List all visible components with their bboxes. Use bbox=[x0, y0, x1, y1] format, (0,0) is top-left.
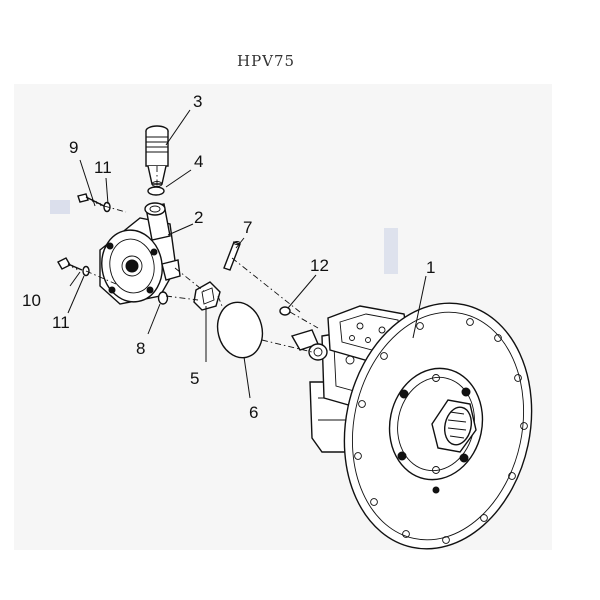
pin-7 bbox=[223, 241, 241, 271]
o-ring-6 bbox=[216, 301, 264, 359]
callout-7: 7 bbox=[243, 218, 252, 237]
watermark-blur-right bbox=[384, 228, 398, 274]
o-ring-4 bbox=[147, 186, 165, 196]
leader-lines bbox=[67, 109, 427, 399]
flange-bolt-holes bbox=[354, 318, 528, 544]
callout-11-lower: 11 bbox=[52, 313, 70, 332]
pump-assembly bbox=[290, 302, 533, 550]
callouts: 1 2 3 4 5 6 7 8 9 10 11 11 12 bbox=[22, 92, 435, 422]
diagram-title: HPV75 bbox=[237, 52, 295, 70]
watermark-blur-left bbox=[50, 200, 70, 214]
callout-8: 8 bbox=[136, 339, 145, 358]
gear-pump bbox=[99, 202, 181, 305]
callout-4: 4 bbox=[194, 152, 203, 171]
coupling-block-5 bbox=[193, 281, 221, 311]
callout-9: 9 bbox=[69, 138, 78, 157]
o-ring-12 bbox=[279, 306, 291, 316]
callout-6: 6 bbox=[249, 403, 258, 422]
callout-12: 12 bbox=[310, 256, 329, 275]
bolt-10 bbox=[57, 257, 83, 271]
callout-11-upper: 11 bbox=[94, 158, 112, 177]
alignment-lines bbox=[85, 166, 319, 353]
callout-3: 3 bbox=[193, 92, 202, 111]
bolt-9 bbox=[77, 193, 105, 207]
callout-2: 2 bbox=[194, 208, 203, 227]
o-ring-8 bbox=[157, 291, 169, 305]
callout-1: 1 bbox=[426, 258, 435, 277]
callout-5: 5 bbox=[190, 369, 199, 388]
callout-10: 10 bbox=[22, 291, 41, 310]
